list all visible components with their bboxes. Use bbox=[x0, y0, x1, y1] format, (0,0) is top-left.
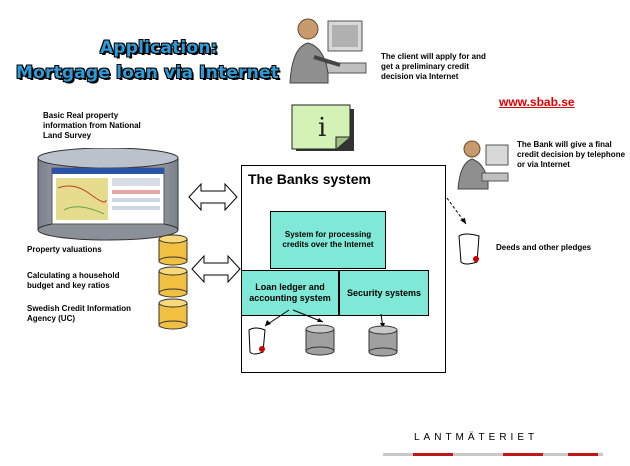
security-systems-box: Security systems bbox=[339, 270, 429, 316]
household-note: Calculating a household budget and key r… bbox=[27, 271, 120, 290]
deeds-scroll-icon bbox=[458, 233, 480, 265]
land-survey-database-icon bbox=[37, 148, 179, 241]
title-line2: Mortgage loan via Internet bbox=[16, 63, 280, 83]
lantmateriet-logo: LANTMÄTERIET bbox=[414, 432, 539, 443]
dashed-arrow-to-deeds bbox=[443, 193, 467, 225]
land-survey-note: Basic Real property information from Nat… bbox=[43, 111, 141, 140]
credit-agency-note: Swedish Credit Information Agency (UC) bbox=[27, 304, 132, 323]
double-arrow-lower-icon bbox=[191, 254, 241, 284]
info-note-icon: i bbox=[291, 104, 354, 151]
processing-system-label: System for processing credits over the I… bbox=[282, 230, 374, 249]
security-systems-label: Security systems bbox=[346, 288, 422, 298]
client-at-computer-icon bbox=[289, 18, 367, 84]
ledger-database-icon bbox=[305, 324, 335, 356]
security-database-icon bbox=[368, 325, 398, 357]
loan-ledger-box: Loan ledger and accounting system bbox=[241, 270, 339, 316]
svg-text:i: i bbox=[318, 113, 326, 143]
loan-ledger-label: Loan ledger and accounting system bbox=[249, 282, 331, 303]
bank-decision-note: The Bank will give a final credit decisi… bbox=[517, 140, 626, 169]
double-arrow-upper-icon bbox=[188, 182, 238, 212]
banks-system-box bbox=[241, 165, 446, 373]
url-link[interactable]: www.sbab.se bbox=[499, 95, 575, 109]
lantmateriet-logo-bar-icon bbox=[383, 453, 603, 456]
processing-system-box: System for processing credits over the I… bbox=[270, 211, 386, 269]
banks-system-title: The Banks system bbox=[248, 171, 371, 187]
valuations-note: Property valuations bbox=[27, 245, 102, 254]
deeds-note: Deeds and other pledges bbox=[496, 243, 592, 252]
bank-staff-icon bbox=[457, 140, 509, 190]
ledger-scroll-icon bbox=[248, 327, 266, 355]
external-databases-icon bbox=[158, 234, 188, 330]
title-line1: Application: bbox=[100, 38, 218, 58]
client-note: The client will apply for and get a prel… bbox=[381, 52, 486, 81]
bank-internal-arrows bbox=[264, 309, 385, 329]
